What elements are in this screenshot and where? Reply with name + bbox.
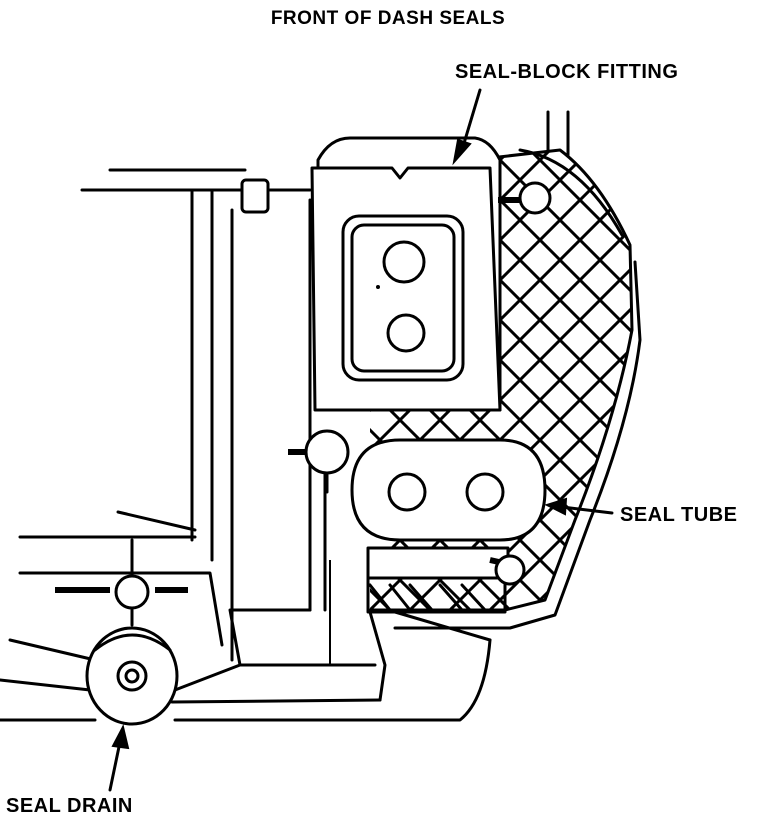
seal-drain-knob (85, 626, 179, 726)
lower-bracket (0, 510, 492, 722)
side-bolt (288, 429, 350, 494)
lower-seal-block (366, 546, 526, 614)
left-frame (80, 168, 331, 665)
seal-tube-label: SEAL TUBE (620, 504, 737, 526)
upper-pipes (546, 110, 570, 157)
seal-tube-arrow (544, 497, 614, 516)
diagram-title: FRONT OF DASH SEALS (271, 8, 505, 29)
seal-block-fitting (310, 136, 552, 412)
seal-drain-label: SEAL DRAIN (6, 795, 133, 817)
seal-drain-arrow (108, 724, 130, 792)
seal-block-arrow (452, 88, 482, 166)
seal-tube (350, 438, 547, 542)
seal-block-fitting-label: SEAL-BLOCK FITTING (455, 61, 678, 83)
